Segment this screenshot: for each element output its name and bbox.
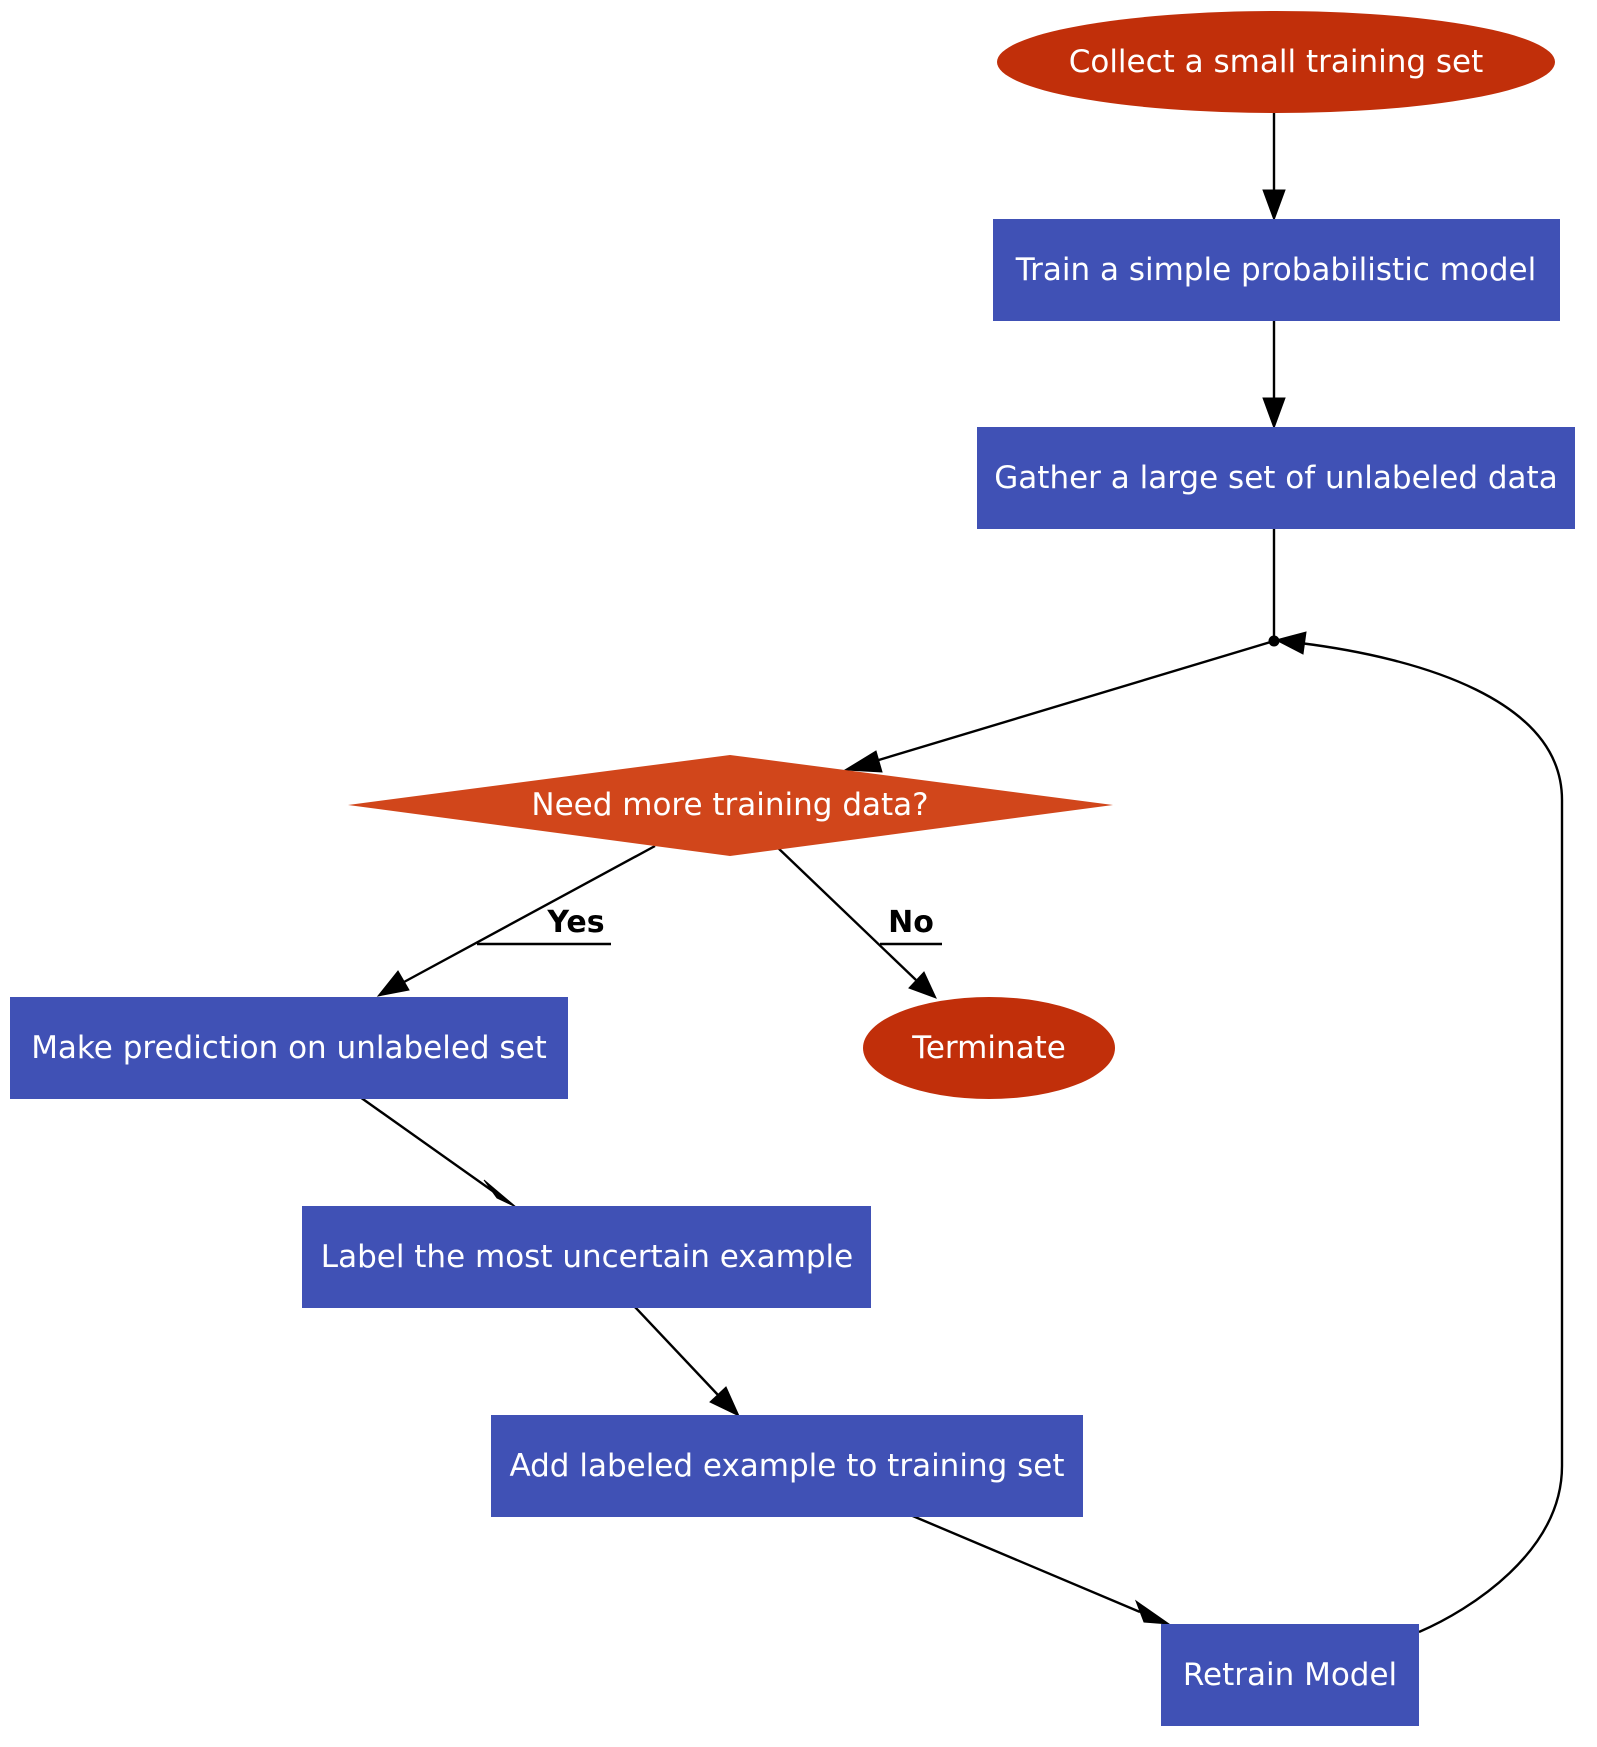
node-retrain[interactable]: Retrain Model — [1161, 1624, 1419, 1726]
arrowhead-decision — [843, 750, 883, 773]
process-box — [491, 1415, 1083, 1517]
gather-label: Gather a large set of unlabeled data — [994, 460, 1557, 496]
edge-add-retrain — [907, 1512, 1141, 1614]
edge-retrain-junction — [1299, 641, 1564, 1634]
edges — [359, 112, 1564, 1634]
process-box — [302, 1206, 871, 1308]
node-label[interactable]: Label the most uncertain example — [302, 1206, 871, 1308]
process-box — [977, 427, 1575, 529]
yes-label: Yes — [546, 905, 604, 940]
arrowhead-terminate — [908, 971, 937, 999]
arrowhead-label — [483, 1179, 517, 1208]
node-add[interactable]: Add labeled example to training set — [491, 1415, 1083, 1517]
edge-decision-terminate — [775, 845, 917, 981]
terminal-ellipse — [863, 997, 1115, 1099]
arrowhead-add — [709, 1386, 741, 1418]
no-label: No — [888, 905, 934, 940]
node-terminate[interactable]: Terminate — [863, 997, 1115, 1099]
collect-label: Collect a small training set — [1069, 44, 1484, 80]
process-box — [993, 219, 1560, 321]
process-box — [1161, 1624, 1419, 1726]
edge-junction-decision — [871, 639, 1275, 764]
node-gather[interactable]: Gather a large set of unlabeled data — [977, 427, 1575, 529]
node-decision[interactable]: Need more training data? — [348, 755, 1113, 856]
arrowhead-gather — [1262, 397, 1286, 430]
node-collect[interactable]: Collect a small training set — [997, 11, 1555, 113]
add-label: Add labeled example to training set — [509, 1448, 1064, 1484]
retrain-label: Retrain Model — [1183, 1657, 1397, 1693]
decision-label: Need more training data? — [531, 787, 928, 823]
arrowhead-retrain — [1134, 1599, 1171, 1625]
edge-predict-label — [359, 1096, 495, 1193]
edge-decision-predict — [403, 844, 656, 984]
terminal-ellipse — [997, 11, 1555, 113]
arrowhead-predict — [376, 970, 410, 997]
train-label: Train a simple probabilistic model — [1015, 252, 1537, 288]
node-predict[interactable]: Make prediction on unlabeled set — [10, 997, 568, 1099]
arrowhead-train — [1262, 189, 1286, 222]
decision-diamond — [348, 755, 1113, 856]
predict-label: Make prediction on unlabeled set — [31, 1030, 547, 1066]
terminate-label: Terminate — [911, 1030, 1066, 1066]
node-train[interactable]: Train a simple probabilistic model — [993, 219, 1560, 321]
process-box — [10, 997, 568, 1099]
arrowhead-junction — [1274, 631, 1307, 655]
edge-label-add — [633, 1305, 719, 1396]
label-label: Label the most uncertain example — [321, 1239, 853, 1275]
